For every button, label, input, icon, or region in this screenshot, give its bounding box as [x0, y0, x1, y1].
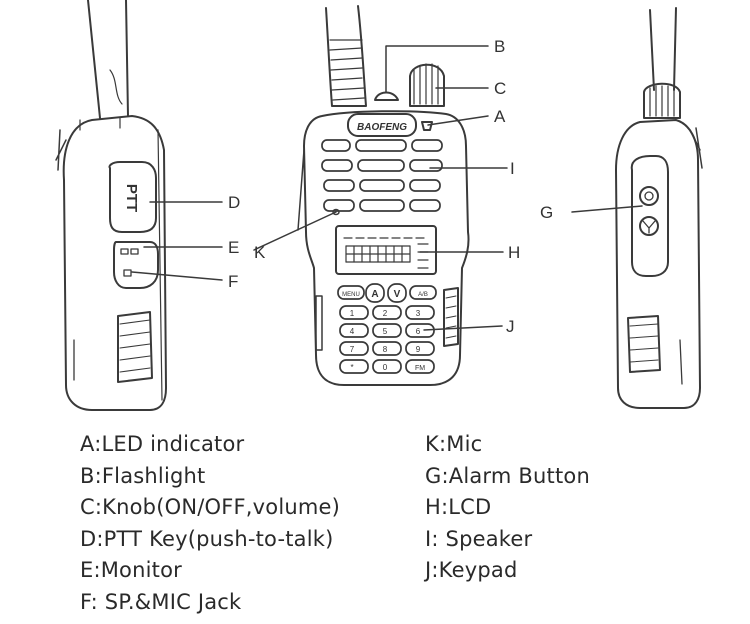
callout-j: J	[506, 317, 515, 336]
callout-g: G	[540, 203, 553, 222]
key-4: 4	[350, 327, 355, 336]
key-9: 9	[416, 345, 421, 354]
legend-item-a: A:LED indicator	[80, 432, 244, 456]
legend-item-k: K:Mic	[425, 432, 482, 456]
down-key-label: V	[394, 289, 401, 300]
legend-item-c: C:Knob(ON/OFF,volume)	[80, 495, 340, 519]
key-fm: FM	[415, 365, 425, 372]
key-7: 7	[350, 345, 355, 354]
flashlight	[375, 93, 398, 101]
alarm-button-top	[640, 187, 658, 205]
legend-item-g: G:Alarm Button	[425, 464, 590, 488]
right-radio-body	[616, 120, 700, 408]
key-6: 6	[416, 327, 421, 336]
key-star: *	[350, 363, 353, 372]
callout-c: C	[494, 79, 506, 98]
center-antenna	[326, 6, 366, 106]
legend-item-i: I: Speaker	[425, 527, 532, 551]
key-8: 8	[383, 345, 388, 354]
left-side-grip	[316, 296, 322, 350]
callout-i: I	[510, 159, 515, 178]
speaker-grille	[322, 140, 442, 211]
callout-d: D	[228, 193, 240, 212]
callout-k: K	[254, 243, 266, 262]
lcd-segments	[344, 238, 428, 268]
left-antenna	[88, 0, 128, 118]
legend-item-d: D:PTT Key(push-to-talk)	[80, 527, 334, 551]
legend-item-f: F: SP.&MIC Jack	[80, 590, 241, 614]
key-0: 0	[383, 363, 388, 372]
key-5: 5	[383, 327, 388, 336]
callout-e: E	[228, 238, 239, 257]
legend-item-b: B:Flashlight	[80, 464, 205, 488]
ptt-label: PTT	[123, 184, 140, 212]
legend-item-h: H:LCD	[425, 495, 491, 519]
callout-f: F	[228, 272, 238, 291]
legend-item-j: J:Keypad	[425, 558, 517, 582]
callout-a: A	[494, 107, 506, 126]
right-side-view	[616, 8, 702, 408]
menu-key-label: MENU	[342, 292, 360, 298]
brand-label: BAOFENG	[357, 122, 407, 133]
left-side-view	[56, 0, 166, 410]
ab-key-label: A/B	[418, 292, 428, 298]
leader-lines	[132, 46, 642, 330]
key-1: 1	[350, 309, 355, 318]
right-side-panel	[632, 156, 668, 276]
volume-knob	[410, 65, 444, 106]
callout-h: H	[508, 243, 520, 262]
callout-b: B	[494, 37, 505, 56]
key-3: 3	[416, 309, 421, 318]
key-2: 2	[383, 309, 388, 318]
right-antenna	[650, 8, 676, 90]
led-indicator	[422, 122, 432, 130]
up-key-label: A	[371, 289, 378, 300]
legend-item-e: E:Monitor	[80, 558, 182, 582]
